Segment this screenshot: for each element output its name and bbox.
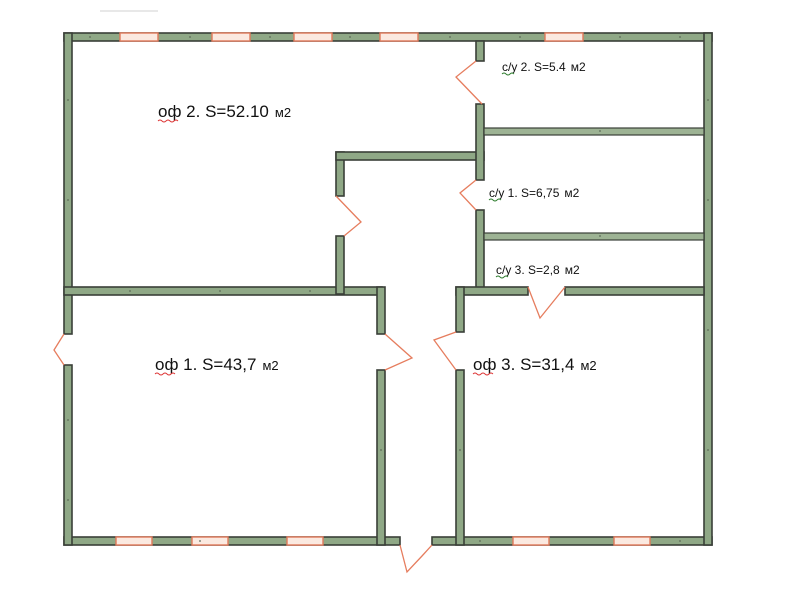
wall-hatch-dots	[67, 36, 709, 542]
interior-walls	[63, 40, 705, 546]
spell-underline	[488, 198, 502, 202]
wall-of3-top-right	[564, 286, 705, 296]
door-of2-inner	[335, 195, 362, 237]
window	[613, 536, 651, 546]
wall-left-upper	[63, 32, 73, 335]
door-of1-exterior	[53, 333, 65, 366]
windows-top	[119, 32, 584, 42]
wall-of3-top-left	[455, 286, 529, 296]
door-su2	[455, 60, 483, 105]
door-su1	[459, 179, 477, 211]
wall-of3-left-upper	[455, 286, 465, 333]
wall-of2-inner-top	[335, 151, 485, 161]
window	[286, 536, 324, 546]
wall-corridor-left-upper	[376, 286, 386, 335]
wall-of3-left-lower	[455, 369, 465, 546]
wall-corridor-left-lower	[376, 369, 386, 546]
window	[115, 536, 153, 546]
window	[211, 32, 251, 42]
doors	[53, 60, 566, 574]
spell-underline	[501, 72, 515, 76]
wall-of2-of1	[63, 286, 383, 296]
spell-underline	[157, 119, 179, 123]
wall-su-left-mid	[475, 103, 485, 181]
wall-right	[703, 32, 713, 546]
wall-su-left-lower	[475, 209, 485, 295]
window	[544, 32, 584, 42]
window	[191, 536, 229, 546]
door-of3-corridor	[432, 331, 457, 371]
wall-of2-inner-lower	[335, 235, 345, 295]
wall-su2-su1	[483, 127, 705, 136]
wall-left-lower	[63, 364, 73, 546]
windows-bottom	[115, 536, 651, 546]
wall-bottom-left	[63, 536, 401, 546]
window	[379, 32, 419, 42]
door-su3	[527, 286, 566, 320]
door-of1-corridor	[384, 333, 414, 371]
spell-underline	[472, 372, 494, 376]
window	[512, 536, 550, 546]
window	[119, 32, 159, 42]
spell-underline	[154, 372, 176, 376]
window	[293, 32, 333, 42]
wall-bottom-right	[431, 536, 713, 546]
door-main-entrance	[399, 544, 433, 574]
wall-su-left-top	[475, 40, 485, 62]
wall-su1-su3	[483, 232, 705, 241]
spell-underline	[495, 275, 509, 279]
